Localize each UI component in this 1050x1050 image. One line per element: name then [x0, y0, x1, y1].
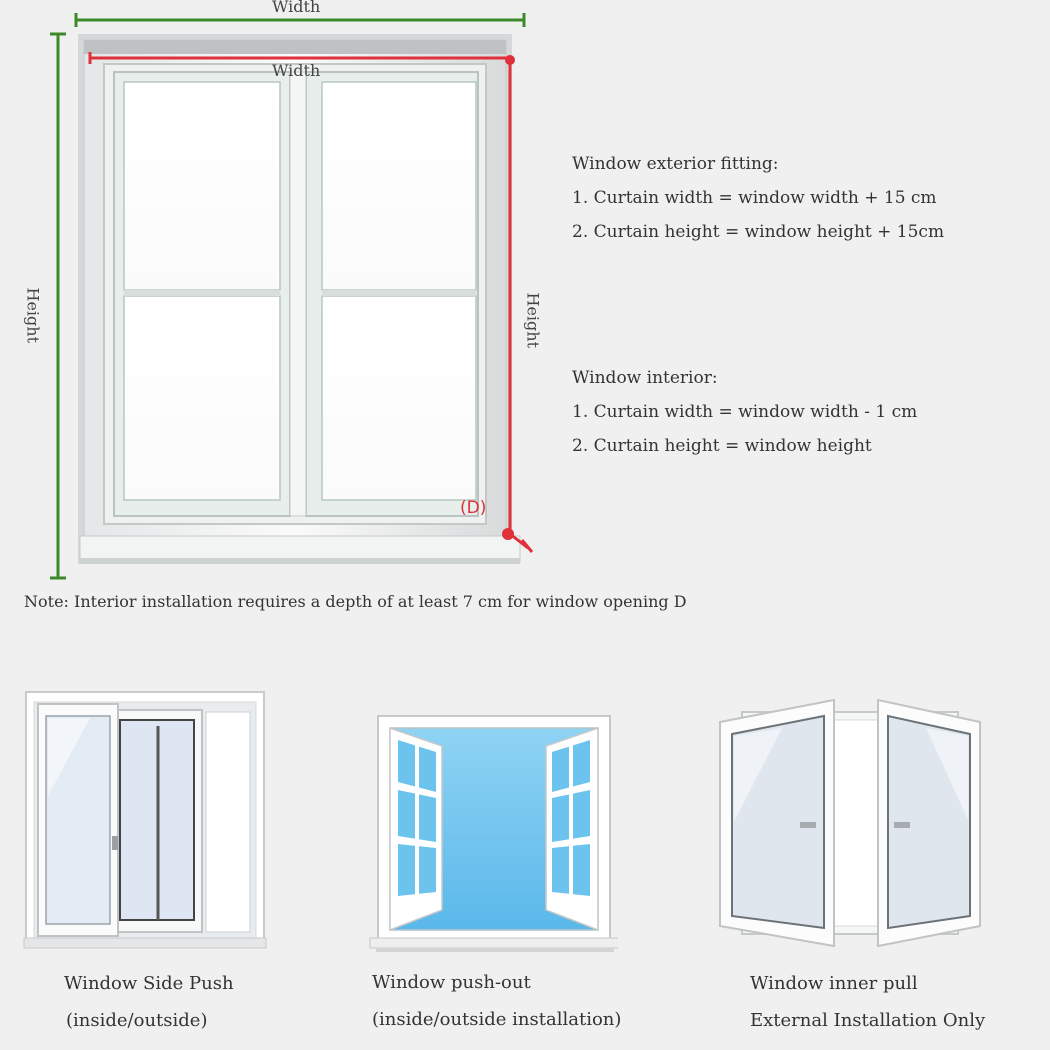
push-out-caption-line1: Window push-out	[372, 972, 531, 993]
side-push-window-illustration	[23, 691, 267, 949]
interior-rules: Window interior: 1. Curtain width = wind…	[572, 368, 917, 456]
interior-rule-item: 1. Curtain width = window width - 1 cm	[572, 402, 918, 422]
glass-pane-top-right	[321, 81, 477, 291]
exterior-rule-item: 2. Curtain height = window height + 15cm	[572, 222, 945, 242]
installation-note: Note: Interior installation requires a d…	[24, 592, 687, 611]
inner-pull-window-illustration	[719, 698, 981, 948]
depth-marker: (D)	[460, 498, 487, 518]
exterior-rule-item: 1. Curtain width = window width + 15 cm	[572, 188, 937, 208]
window-type-inner-pull: Window inner pull External Installation …	[712, 692, 1032, 1042]
glass-pane-bottom-left	[123, 295, 281, 501]
inner-width-dimension	[88, 52, 510, 64]
push-out-window-illustration	[369, 715, 618, 952]
window-sill	[79, 535, 521, 563]
outer-height-dimension	[50, 32, 66, 580]
inner-width-label: Width	[272, 61, 321, 80]
window-type-side-push: Window Side Push (inside/outside)	[20, 686, 280, 1046]
side-push-caption-line1: Window Side Push	[64, 973, 234, 994]
glass-pane-top-left	[123, 81, 281, 291]
interior-rule-item: 2. Curtain height = window height	[572, 436, 872, 456]
inner-pull-caption-line1: Window inner pull	[750, 973, 918, 994]
exterior-rules-title: Window exterior fitting:	[572, 154, 779, 174]
push-out-caption-line2: (inside/outside installation)	[372, 1009, 622, 1030]
inner-pull-caption-line2: External Installation Only	[750, 1010, 986, 1031]
right-height-label: Height	[523, 292, 543, 349]
main-window-drawing	[50, 13, 534, 580]
window-type-push-out: Window push-out (inside/outside installa…	[368, 712, 658, 1042]
glass-pane-bottom-right	[321, 295, 477, 501]
interior-rules-title: Window interior:	[572, 368, 718, 388]
exterior-rules: Window exterior fitting: 1. Curtain widt…	[572, 154, 944, 242]
main-window-diagram: Width Width Height Height (D)	[0, 0, 560, 590]
inner-corner-dot-bottom	[502, 528, 514, 540]
outer-width-label: Width	[272, 0, 321, 16]
outer-width-dimension	[74, 13, 526, 27]
left-height-label: Height	[23, 287, 43, 344]
side-push-caption-line2: (inside/outside)	[66, 1010, 208, 1031]
center-mullion	[289, 71, 307, 517]
